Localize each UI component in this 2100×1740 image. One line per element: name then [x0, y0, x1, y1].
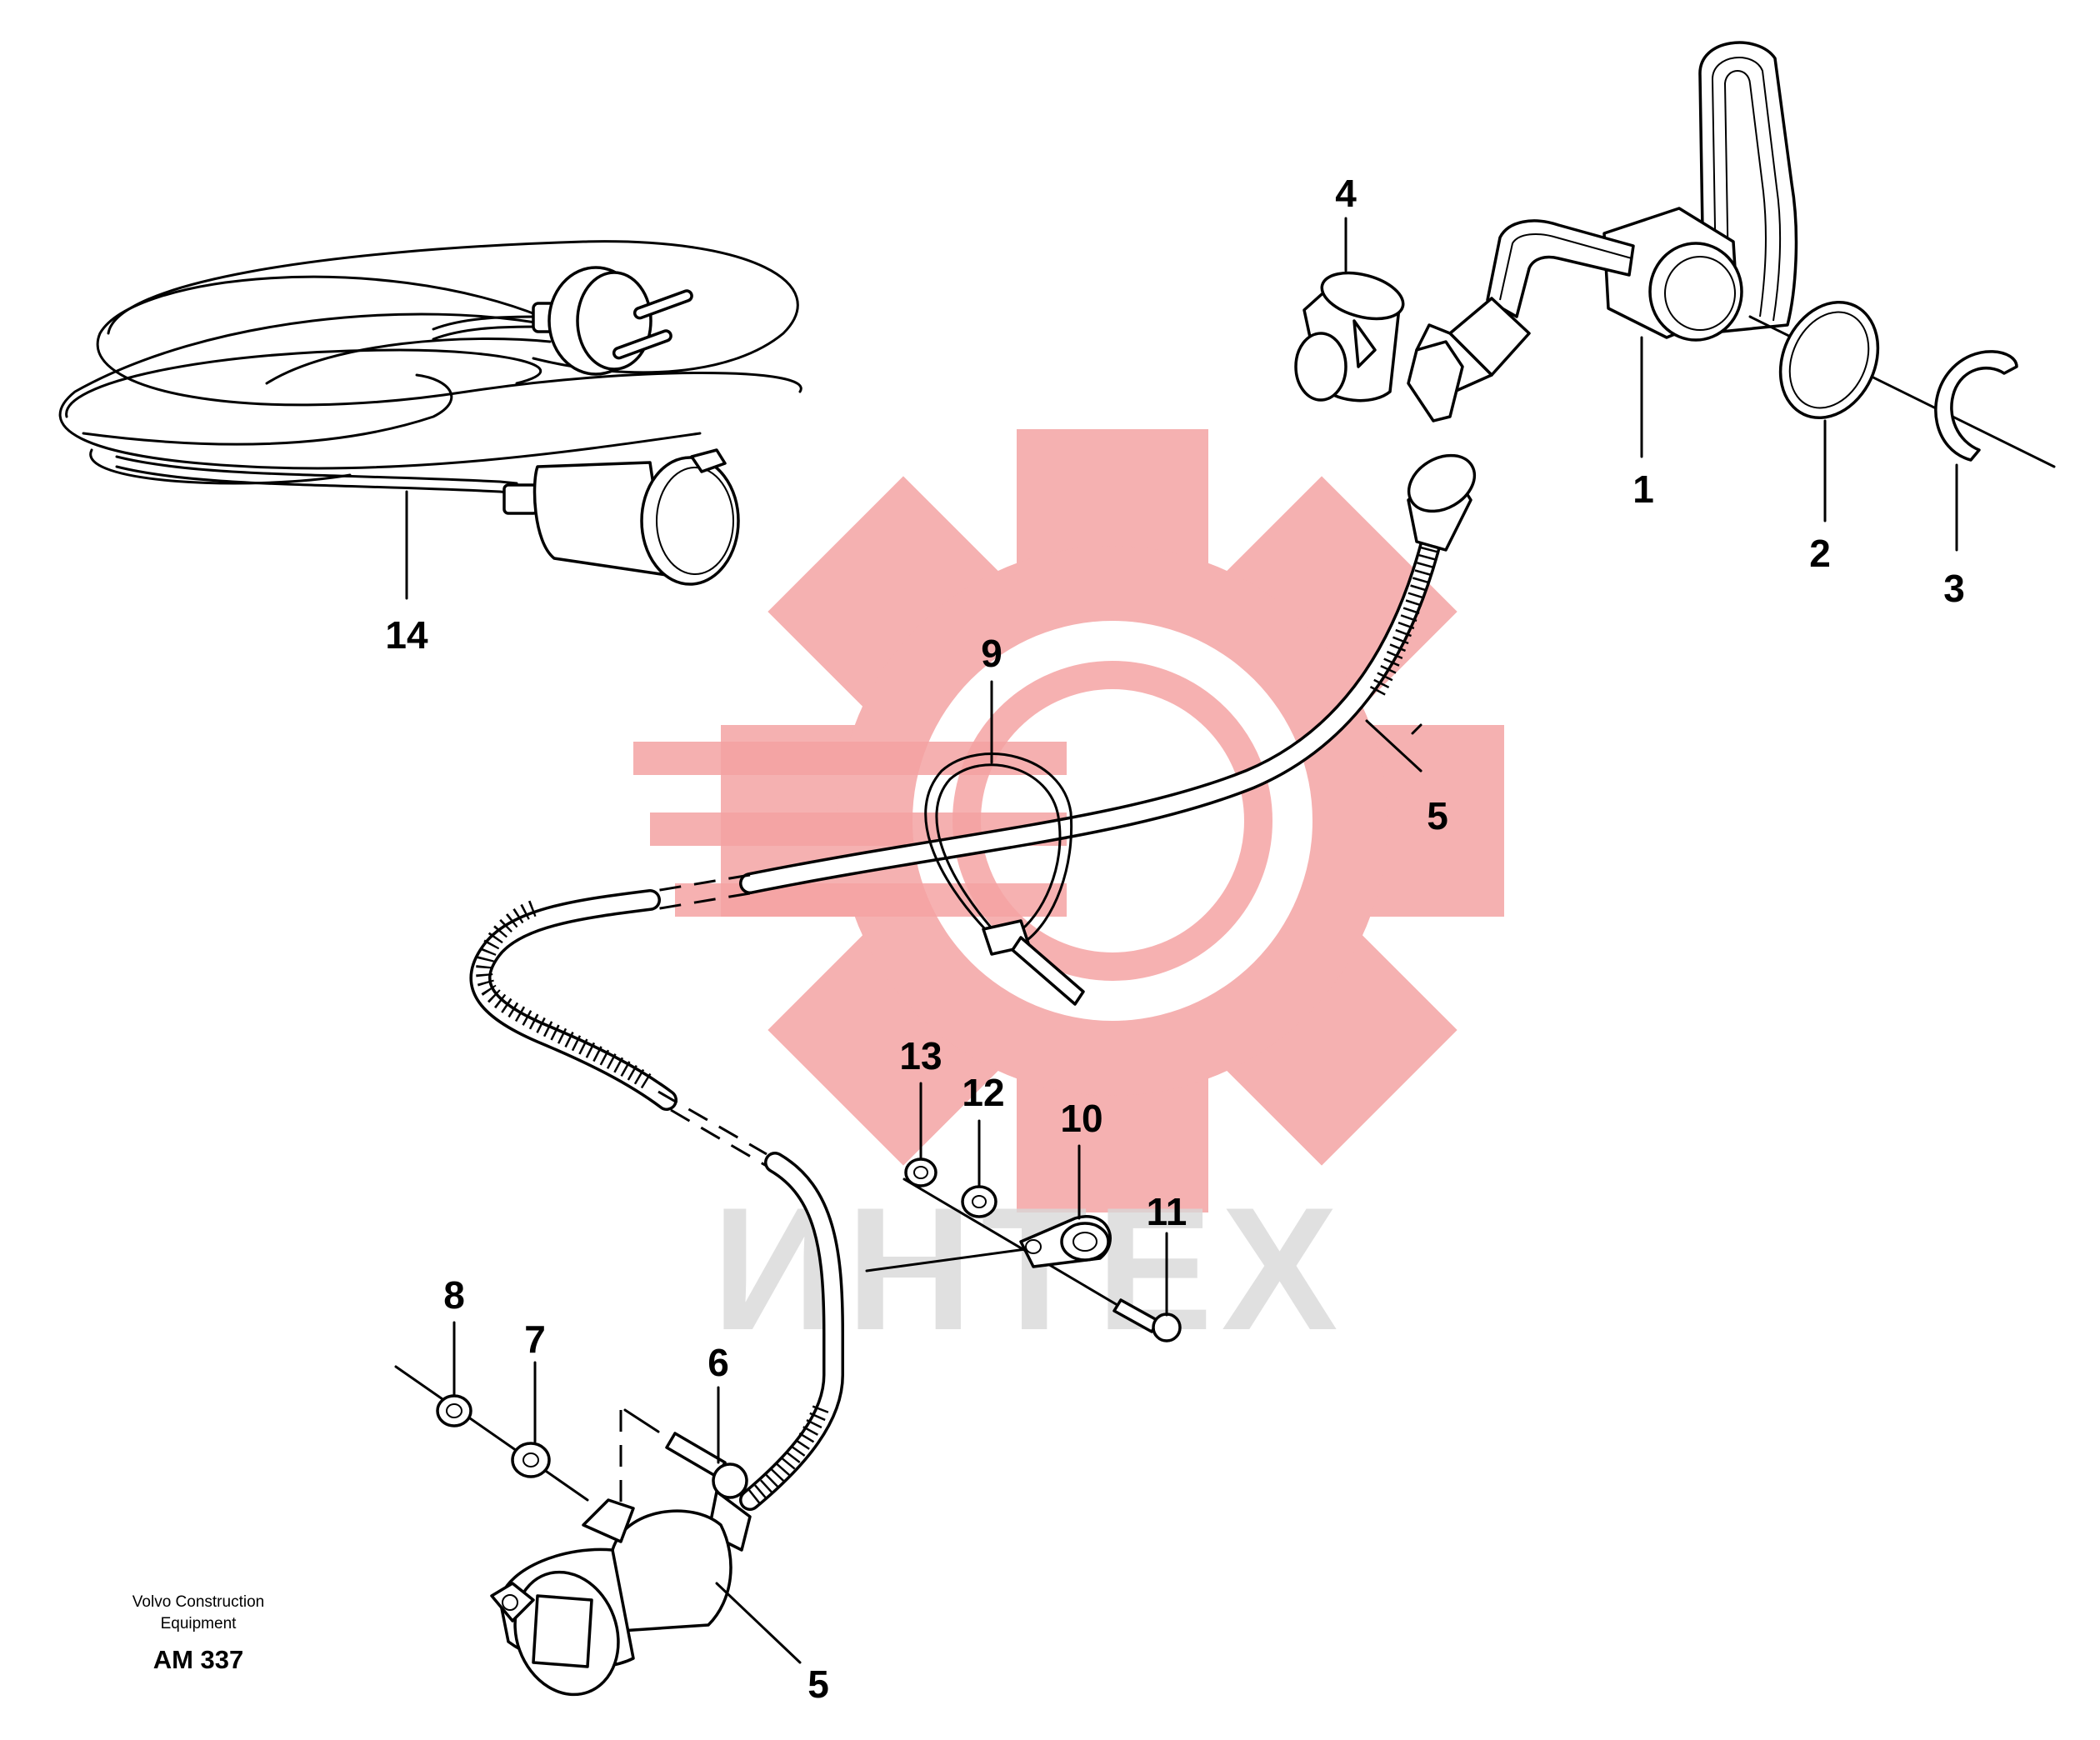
part-3-circlip: 3: [1934, 350, 2018, 610]
label-5-lower: 5: [808, 1662, 829, 1706]
part-2-sealing-ring: 2: [1778, 300, 1880, 575]
label-13: 13: [899, 1034, 942, 1078]
label-11: 11: [1147, 1190, 1188, 1233]
part-12-washer: 12: [961, 1071, 1005, 1218]
clamp-assembly: 13 12 10 11: [865, 1034, 1188, 1342]
drawing-code: AM 337: [153, 1645, 244, 1674]
label-12: 12: [962, 1071, 1004, 1114]
label-8: 8: [443, 1273, 465, 1317]
company-line-1: Volvo Construction: [132, 1593, 264, 1611]
part-14-extension-cable: 14: [58, 240, 802, 657]
part-5-heater-cable: 5 5: [469, 453, 1477, 1706]
part-6-bolt: 6: [665, 1341, 748, 1499]
part-4-cap: 4: [1294, 172, 1405, 402]
label-10: 10: [1060, 1097, 1102, 1140]
part-11-screw: 11: [1112, 1190, 1188, 1342]
footer: Volvo Construction Equipment AM 337: [132, 1593, 264, 1674]
label-3: 3: [1943, 567, 1965, 610]
label-9: 9: [981, 632, 1002, 675]
speed-lines: [633, 742, 1067, 917]
label-1: 1: [1632, 468, 1654, 511]
part-8-nut: 8: [436, 1273, 472, 1428]
socket-mounting: 8 7 6: [394, 1273, 748, 1515]
company-line-2: Equipment: [161, 1615, 238, 1632]
part-10-clamp: 10: [1019, 1097, 1112, 1268]
label-4: 4: [1335, 172, 1357, 215]
part-13-nut: 13: [899, 1034, 942, 1188]
label-5-upper: 5: [1427, 794, 1448, 838]
label-6: 6: [708, 1341, 729, 1384]
label-7: 7: [524, 1318, 546, 1361]
part-7-washer: 7: [511, 1318, 551, 1478]
label-2: 2: [1809, 532, 1831, 575]
label-14: 14: [385, 613, 428, 657]
part-9-cable-tie: 9: [924, 632, 1085, 1006]
